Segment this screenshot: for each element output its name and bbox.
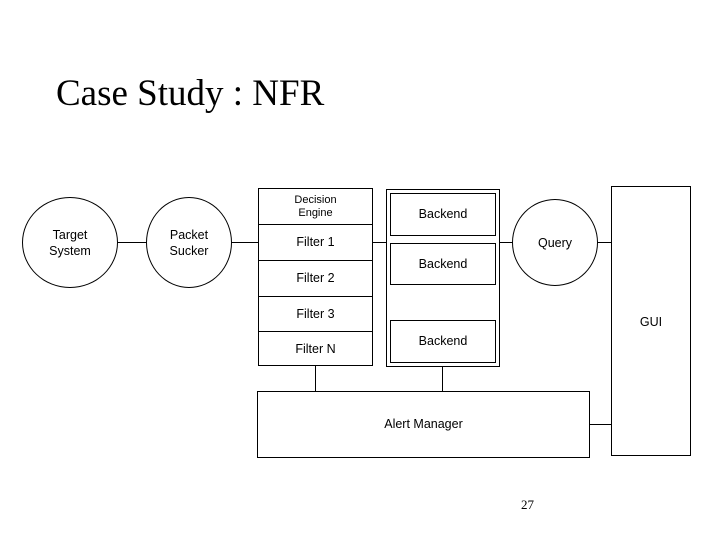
filter-row-1-label: Filter 1 — [296, 235, 335, 249]
node-alert-manager[interactable]: Alert Manager — [257, 391, 590, 458]
filter-row-2-label: Filter 2 — [296, 271, 335, 285]
node-packet-sucker-label-line1: Packet — [169, 227, 209, 242]
node-packet-sucker-label-line2: Sucker — [169, 243, 209, 258]
decision-engine-header: Decision Engine — [259, 189, 372, 225]
page-title: Case Study : NFR — [56, 73, 325, 114]
node-gui-label: GUI — [639, 315, 663, 329]
node-packet-sucker[interactable]: Packet Sucker — [146, 197, 232, 288]
node-query[interactable]: Query — [512, 199, 598, 286]
filter-row-3-label: Filter 3 — [296, 306, 335, 321]
backend-box-2[interactable]: Backend — [390, 243, 496, 285]
decision-engine-header-line1: Decision — [294, 193, 337, 206]
connector-target-to-packet — [117, 242, 147, 243]
connector-alert-manager-to-gui — [589, 424, 612, 425]
page-number: 27 — [521, 497, 534, 512]
connector-decision-engine-to-backend — [372, 242, 387, 243]
backend-box-3[interactable]: Backend — [390, 320, 496, 363]
node-target-system-label-line1: Target — [52, 227, 88, 242]
node-query-label: Query — [537, 235, 573, 250]
decision-engine-header-line2: Engine — [298, 206, 333, 219]
backend-container: Backend Backend Backend — [386, 189, 500, 367]
filter-row-n[interactable]: Filter N — [259, 332, 372, 367]
node-alert-manager-label: Alert Manager — [384, 417, 463, 431]
node-target-system[interactable]: Target System — [22, 197, 118, 288]
decision-engine-stack: Decision Engine Filter 1 Filter 2 Filter… — [258, 188, 373, 366]
node-target-system-label-line2: System — [49, 243, 91, 258]
backend-box-3-label: Backend — [418, 334, 468, 348]
backend-box-1[interactable]: Backend — [390, 193, 496, 236]
connector-backend-to-query — [499, 242, 513, 243]
filter-row-1[interactable]: Filter 1 — [259, 225, 372, 261]
connector-packet-to-decision-engine — [231, 242, 259, 243]
connector-query-to-gui — [597, 242, 612, 243]
connector-backend-to-alert-manager — [442, 366, 443, 392]
connector-decision-engine-to-alert-manager — [315, 365, 316, 392]
backend-box-2-label: Backend — [418, 256, 468, 271]
backend-box-1-label: Backend — [418, 207, 468, 221]
filter-row-2[interactable]: Filter 2 — [259, 261, 372, 297]
filter-row-n-label: Filter N — [295, 342, 336, 356]
node-gui[interactable]: GUI — [611, 186, 691, 456]
filter-row-3[interactable]: Filter 3 — [259, 297, 372, 332]
